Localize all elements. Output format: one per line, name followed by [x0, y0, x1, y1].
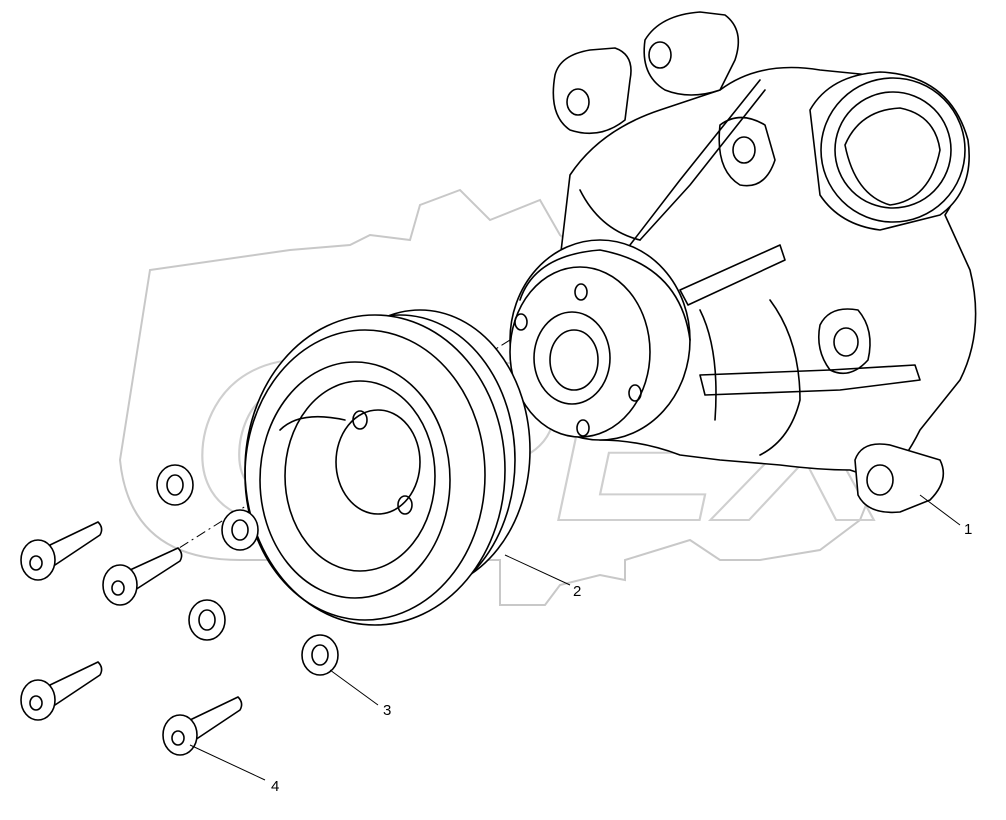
leader-line-1: [919, 494, 961, 526]
callout-2: 2: [573, 583, 582, 600]
callout-1: 1: [964, 521, 973, 538]
leader-line-4: [189, 744, 266, 781]
cap-screw: [20, 661, 103, 721]
lock-washer: [301, 634, 339, 676]
callout-3: 3: [383, 702, 392, 719]
lock-washer: [156, 464, 194, 506]
lock-washers: [156, 464, 339, 676]
callout-4: 4: [271, 778, 280, 795]
lock-washer: [221, 509, 259, 551]
cap-screw: [102, 547, 183, 606]
leader-line-2: [504, 554, 571, 586]
cap-screw: [162, 696, 243, 756]
leader-line-3: [329, 669, 379, 706]
pulley: [244, 309, 531, 626]
leader-lines: [189, 494, 961, 781]
cap-screws: [20, 521, 243, 756]
lock-washer: [188, 599, 226, 641]
water-pump-housing: [509, 11, 977, 514]
cap-screw: [20, 521, 103, 581]
